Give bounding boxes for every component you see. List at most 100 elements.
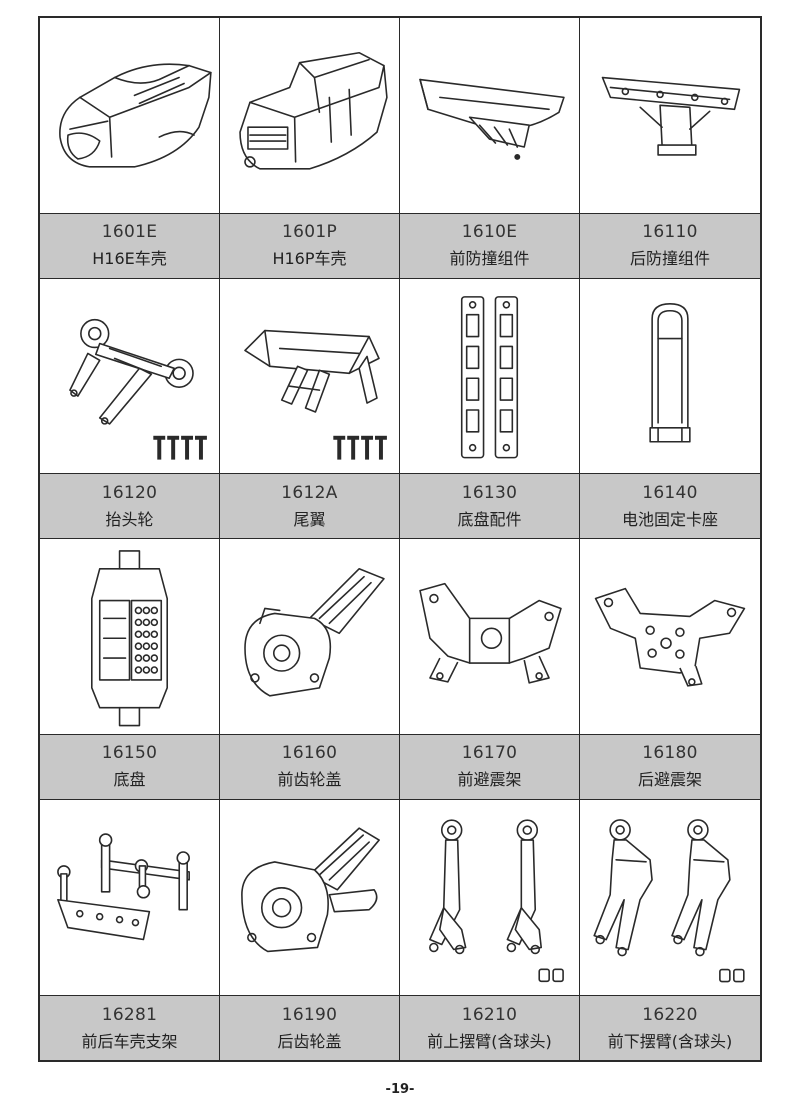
part-image <box>220 278 399 473</box>
part-caption: 16160 前齿轮盖 <box>220 733 399 799</box>
part-image <box>400 539 579 734</box>
part-cell: 16150 底盘 <box>40 539 220 800</box>
chassis-icon <box>90 550 169 727</box>
part-caption: 16281 前后车壳支架 <box>40 995 219 1060</box>
part-caption: 16190 后齿轮盖 <box>220 995 399 1060</box>
part-image <box>220 18 399 213</box>
part-cell: 16180 后避震架 <box>580 539 760 800</box>
part-name: 前后车壳支架 <box>81 1031 178 1051</box>
part-code: 16190 <box>281 1004 338 1025</box>
front-bumper-icon <box>419 78 565 160</box>
truck-body-icon <box>59 63 212 168</box>
part-caption: 16170 前避震架 <box>400 733 579 799</box>
part-name: 后防撞组件 <box>629 249 710 268</box>
part-code: 16130 <box>461 482 518 503</box>
battery-holder-icon <box>649 302 691 443</box>
part-image <box>400 799 579 995</box>
part-name: 前避震架 <box>457 770 522 789</box>
part-caption: 16150 底盘 <box>40 733 219 799</box>
part-code: 16110 <box>642 222 698 242</box>
rear-gear-cover-icon <box>241 826 380 952</box>
part-caption: 16220 前下摆臂(含球头) <box>580 995 760 1060</box>
rear-shock-tower-icon <box>594 587 746 687</box>
part-code: 16180 <box>642 743 698 763</box>
part-cell: 16160 前齿轮盖 <box>220 539 400 800</box>
part-caption: 16180 后避震架 <box>580 733 760 799</box>
part-image <box>40 278 219 473</box>
part-cell: 1612A 尾翼 <box>220 278 400 539</box>
rear-bumper-icon <box>601 76 741 156</box>
part-caption: 16120 抬头轮 <box>40 473 219 538</box>
part-cell: 16120 抬头轮 <box>40 278 220 539</box>
part-code: 16220 <box>642 1004 698 1025</box>
part-code: 16210 <box>461 1004 518 1025</box>
part-image <box>580 539 760 734</box>
part-image <box>400 278 579 473</box>
part-cell: 16190 后齿轮盖 <box>220 799 400 1060</box>
part-image <box>580 18 760 213</box>
part-caption: 16140 电池固定卡座 <box>580 473 760 538</box>
part-caption: 16110 后防撞组件 <box>580 212 760 278</box>
ball-ends-icon <box>719 968 745 982</box>
part-code: 1601E <box>101 222 158 242</box>
part-code: 16281 <box>101 1004 158 1025</box>
part-cell: 16130 底盘配件 <box>400 278 580 539</box>
part-image <box>580 278 760 473</box>
part-code: 16140 <box>642 482 698 503</box>
part-name: 前下摆臂(含球头) <box>607 1031 733 1051</box>
front-lower-arm-icon <box>593 818 745 982</box>
part-name: H16P车壳 <box>272 249 347 268</box>
part-caption: 1601P H16P车壳 <box>220 212 399 278</box>
rear-wing-icon <box>244 329 387 460</box>
part-caption: 16210 前上摆臂(含球头) <box>400 995 579 1060</box>
body-mount-icon <box>57 832 190 940</box>
part-name: 抬头轮 <box>105 509 154 529</box>
ball-ends-icon <box>538 968 564 982</box>
front-gear-cover-icon <box>244 567 385 697</box>
part-cell: 1610E 前防撞组件 <box>400 18 580 279</box>
part-name: 前上摆臂(含球头) <box>427 1031 552 1051</box>
part-caption: 16130 底盘配件 <box>400 473 579 538</box>
part-image <box>40 799 219 995</box>
parts-grid: 1601E H16E车壳 1601P H16P车壳 <box>38 16 762 1062</box>
part-image <box>580 799 760 995</box>
part-cell: 1601E H16E车壳 <box>40 18 220 279</box>
part-image <box>40 539 219 734</box>
part-name: 前防撞组件 <box>449 249 530 268</box>
front-shock-tower-icon <box>419 582 562 684</box>
part-cell: 16220 前下摆臂(含球头) <box>580 799 760 1060</box>
part-name: 尾翼 <box>293 509 326 529</box>
part-name: 前齿轮盖 <box>277 770 342 789</box>
part-cell: 16281 前后车壳支架 <box>40 799 220 1060</box>
part-cell: 1601P H16P车壳 <box>220 18 400 279</box>
part-name: 电池固定卡座 <box>621 509 718 529</box>
part-name: 底盘 <box>113 770 146 789</box>
part-code: 16150 <box>101 743 158 763</box>
part-name: 底盘配件 <box>457 509 522 529</box>
chassis-rails-icon <box>460 295 519 458</box>
part-image <box>220 539 399 734</box>
screws-icon <box>153 435 207 460</box>
part-name: 后避震架 <box>637 770 702 789</box>
part-caption: 1601E H16E车壳 <box>40 212 219 278</box>
part-code: 16170 <box>461 743 518 763</box>
part-image <box>40 18 219 213</box>
part-name: 后齿轮盖 <box>277 1031 342 1051</box>
part-cell: 16140 电池固定卡座 <box>580 278 760 539</box>
part-code: 1610E <box>461 222 518 242</box>
part-cell: 16210 前上摆臂(含球头) <box>400 799 580 1060</box>
front-upper-arm-icon <box>429 818 564 982</box>
part-name: H16E车壳 <box>92 249 167 268</box>
part-code: 16160 <box>281 743 338 763</box>
page-number: -19- <box>385 1082 415 1097</box>
screws-icon <box>333 435 387 460</box>
part-code: 16120 <box>101 482 158 503</box>
part-caption: 1610E 前防撞组件 <box>400 212 579 278</box>
pickup-body-icon <box>239 51 388 170</box>
part-caption: 1612A 尾翼 <box>220 473 399 538</box>
part-cell: 16170 前避震架 <box>400 539 580 800</box>
wheelie-bar-icon <box>69 318 207 460</box>
part-code: 1612A <box>281 482 338 503</box>
part-image <box>220 799 399 995</box>
part-code: 1601P <box>281 222 337 242</box>
